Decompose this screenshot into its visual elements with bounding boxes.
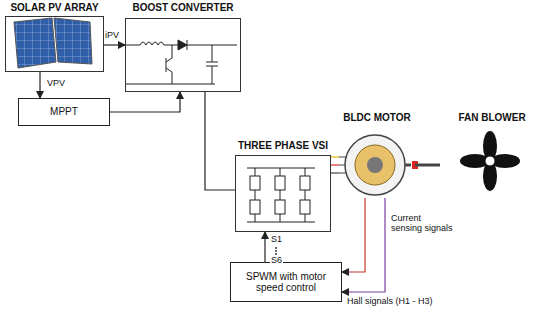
- box-text: MPPT: [46, 104, 82, 120]
- block-frame: [235, 155, 331, 232]
- switch-signal-label: S1: [270, 235, 283, 245]
- signal-label: VPV: [46, 79, 66, 89]
- boost-converter: BOOST CONVERTER: [125, 2, 241, 92]
- vsi-box: THREE PHASE VSI: [235, 140, 331, 232]
- block-title: BOOST CONVERTER: [125, 2, 241, 13]
- block-frame: [5, 16, 104, 72]
- signal-label: Current sensing signals: [390, 214, 454, 234]
- connector: [40, 72, 41, 98]
- mppt-box: MPPT: [18, 98, 110, 126]
- box-text: SPWM with motor speed control: [231, 269, 341, 296]
- vsi-switches: [247, 168, 315, 222]
- solar-panel: [14, 18, 92, 68]
- block-title: FAN BLOWER: [440, 112, 544, 123]
- connector-line: [110, 92, 180, 112]
- connector: [110, 92, 180, 112]
- connector-line: [331, 164, 339, 165]
- fan-blower: [460, 131, 520, 191]
- connector-line: [39, 72, 40, 98]
- connector: [205, 92, 235, 190]
- connector: [265, 232, 266, 262]
- connector: [342, 198, 365, 272]
- connector: [331, 157, 339, 173]
- connector-line: [104, 44, 125, 45]
- connector-line: [331, 172, 339, 173]
- connector-line: [264, 232, 265, 262]
- connector: [415, 165, 440, 166]
- controller-box: SPWM with motor speed control: [230, 262, 342, 302]
- switch-signal-dots: [275, 247, 277, 255]
- connector-line: [331, 156, 339, 157]
- connector-line: [415, 164, 440, 167]
- connector: [342, 198, 385, 292]
- connector-line: [342, 198, 385, 292]
- connector: [104, 45, 125, 46]
- connector-line: [342, 198, 365, 272]
- connector-line: [205, 92, 235, 190]
- fan-node: FAN BLOWER: [440, 112, 544, 192]
- block-frame: [125, 18, 241, 92]
- signal-label: iPV: [104, 31, 120, 41]
- pv-array: SOLAR PV ARRAY: [5, 2, 104, 72]
- boost-circuit: [125, 40, 237, 84]
- bldc-motor: [339, 135, 418, 195]
- block-title: THREE PHASE VSI: [235, 140, 331, 151]
- signal-label: Hall signals (H1 - H3): [346, 297, 434, 307]
- switch-signal-label: S6: [270, 256, 283, 266]
- bldc-motor-node: BLDC MOTOR: [339, 112, 415, 198]
- block-title: SOLAR PV ARRAY: [5, 2, 104, 13]
- block-title: BLDC MOTOR: [339, 112, 415, 123]
